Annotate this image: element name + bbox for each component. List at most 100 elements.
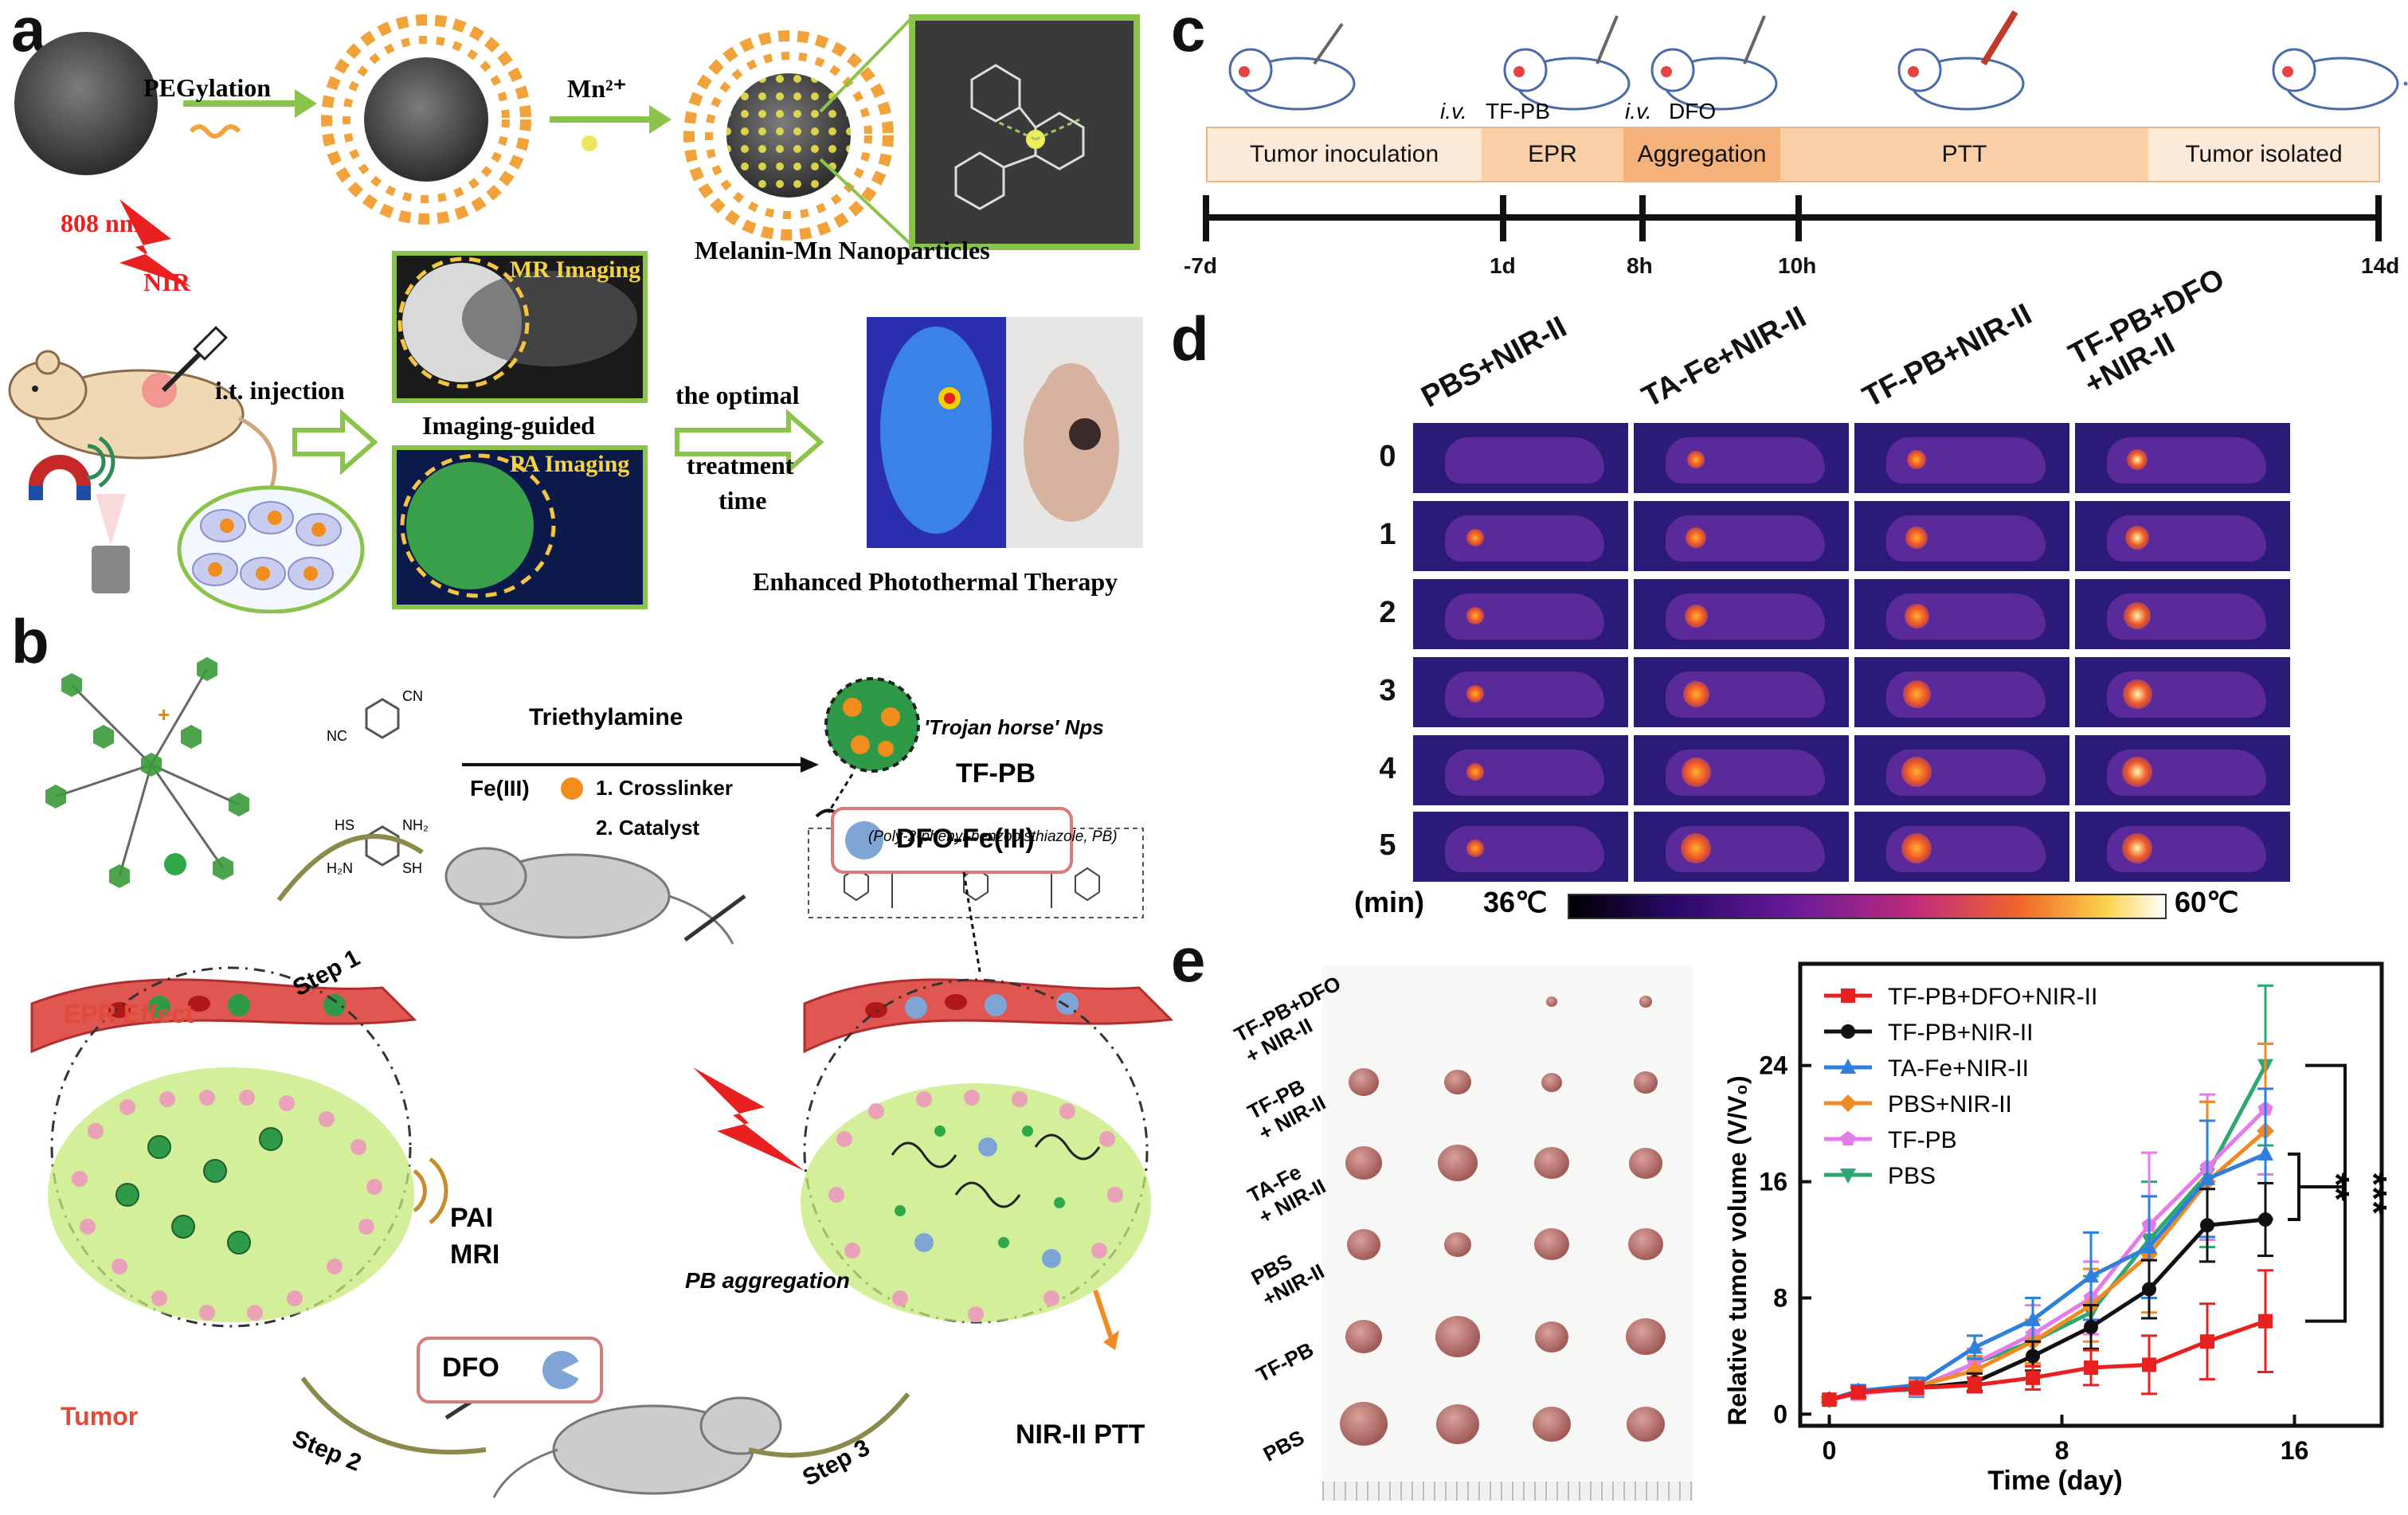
svg-text:H₂N: H₂N: [327, 860, 353, 876]
bracket-outer: [2305, 1063, 2347, 1323]
crosslinker-label: 1. Crosslinker: [596, 776, 733, 800]
thermal-image: [1412, 422, 1629, 494]
tumor-heat-spot: [1907, 450, 1926, 469]
epr-effect-label: EPR Effect: [64, 1000, 194, 1028]
column-label-tfpb: TF-PB+NIR-II: [1857, 297, 2038, 415]
tumor-heat-spot: [1466, 685, 1484, 703]
molecular-structure-inset: [909, 14, 1140, 250]
data-point: [2026, 1349, 2040, 1364]
x-tick-label: 0: [1823, 1436, 1837, 1465]
iv1-label: i.v.: [1440, 99, 1467, 123]
legend-label: TA-Fe+NIR-II: [1888, 1055, 2029, 1082]
tumor-heat-spot: [1466, 607, 1484, 624]
ultrasound-transducer-icon: [92, 546, 130, 593]
svg-text:HS: HS: [335, 817, 354, 833]
timeline-segment-epr: EPR: [1528, 141, 1577, 167]
timeline-tick-label: 1d: [1490, 253, 1516, 278]
data-point: [2200, 1334, 2214, 1349]
mouse-step2: [492, 1396, 782, 1498]
mouse-illustration: [8, 350, 277, 491]
data-point: [2084, 1319, 2098, 1334]
pegylation-label: PEGylation: [143, 73, 272, 102]
enhanced-ptt-label: Enhanced Photothermal Therapy: [753, 567, 1118, 596]
melanin-mn-title: Melanin-Mn Nanoparticles: [695, 236, 990, 264]
tumor-region-left: [50, 966, 412, 1328]
nir-bolt-icon: [693, 1067, 805, 1171]
melanin-nanoparticle: [14, 32, 158, 175]
row-label: 1: [1379, 518, 1396, 551]
photo-row-label: TF-PB: [1252, 1337, 1318, 1388]
row-label: 2: [1379, 596, 1396, 629]
fe-label: Fe(III): [470, 776, 530, 801]
colorbar-max-label: 60℃: [2175, 886, 2239, 918]
magnet-icon: [29, 455, 91, 487]
series-tf-pb-nir-ii: [1821, 1181, 2273, 1407]
thermal-image: [1412, 656, 1629, 728]
pa-imaging-label: PA Imaging: [510, 451, 630, 477]
thermal-image: [1854, 578, 2070, 650]
row-label: 0: [1379, 440, 1396, 473]
legend-label: TF-PB+DFO+NIR-II: [1888, 984, 2097, 1010]
y-tick-label: 0: [1773, 1400, 1787, 1428]
photo-row-label: TA-Fe + NIR-II: [1243, 1160, 1330, 1229]
tumor-heat-spot: [2122, 757, 2152, 787]
pegylated-nanoparticle: [321, 14, 531, 225]
timeline-tick-label: 10h: [1778, 253, 1817, 278]
timeline-segment-tumor-isolated: Tumor isolated: [2185, 141, 2343, 167]
tumor-heat-spot: [1682, 680, 1709, 707]
ruler: [1322, 1482, 1693, 1501]
temperature-colorbar: [1568, 894, 2167, 919]
timeline-segment-ptt: PTT: [1941, 141, 1987, 167]
column-label-pbs: PBS+NIR-II: [1415, 310, 1572, 415]
excised-tumor: [1438, 1145, 1478, 1181]
timeline-tick-label: -7d: [1184, 253, 1217, 278]
excised-tumor: [1345, 1146, 1382, 1180]
tumor-heat-spot: [2124, 602, 2151, 629]
thermal-image: [1633, 734, 1850, 806]
vessel-left-particles: [108, 994, 346, 1018]
mr-imaging-label: MR Imaging: [510, 256, 641, 283]
vessel-right-particles: [865, 992, 1079, 1019]
blood-vessel-left: [30, 978, 417, 1054]
timeline-segment-tumor-inoculation: Tumor inoculation: [1249, 141, 1439, 167]
legend-label: PBS+NIR-II: [1888, 1091, 2012, 1118]
significance-brackets: *****: [2288, 1063, 2394, 1323]
thermal-image: [1633, 578, 1850, 650]
thermal-image: [1854, 734, 2070, 806]
data-point: [2142, 1282, 2156, 1297]
timeline-segment-aggregation: Aggregation: [1637, 141, 1767, 167]
data-point: [1822, 1392, 1837, 1407]
thermal-image: [2074, 422, 2291, 494]
tfpb-label: TF-PB: [956, 758, 1036, 789]
tumor-heat-spot: [1466, 529, 1484, 546]
panel-c-mice: [1203, 10, 2408, 241]
chart-legend: TF-PB+DFO+NIR-II TF-PB+NIR-II TA-Fe+NIR-II…: [1824, 984, 2097, 1189]
tumor-heat-spot: [1902, 679, 1931, 708]
data-point: [1966, 1361, 1983, 1380]
catalyst-label: 2. Catalyst: [596, 816, 700, 840]
tumor-heat-spot: [1466, 763, 1484, 781]
mouse-step1: [444, 847, 734, 945]
row-label: 4: [1379, 752, 1396, 785]
x-tick-label: 16: [2281, 1436, 2309, 1465]
data-point: [1839, 1094, 1857, 1112]
nir-ptt-label: NIR-II PTT: [1016, 1419, 1145, 1450]
data-point: [1851, 1385, 1866, 1400]
excised-tumor: [1634, 1071, 1658, 1094]
data-point: [2200, 1218, 2214, 1233]
photo-row-label: PBS +NIR-II: [1247, 1248, 1329, 1311]
thermal-image: [2074, 811, 2291, 883]
iv1-drug-label: TF-PB: [1486, 99, 1550, 123]
y-tick-label: 24: [1759, 1051, 1787, 1080]
tannic-acid-structure: [55, 668, 240, 877]
legend-label: TF-PB+NIR-II: [1888, 1020, 2034, 1046]
nir-wavelength-label: 808 nm: [61, 209, 141, 237]
data-point: [2258, 1212, 2273, 1227]
pb-aggregates: [891, 1133, 1101, 1208]
step2-arrow: [300, 1376, 487, 1455]
melanin-mn-nanoparticle: [683, 30, 894, 241]
thermal-image: [1854, 500, 2070, 572]
panel-letter-e: e: [1171, 925, 1206, 995]
panel-letter-d: d: [1171, 303, 1209, 374]
